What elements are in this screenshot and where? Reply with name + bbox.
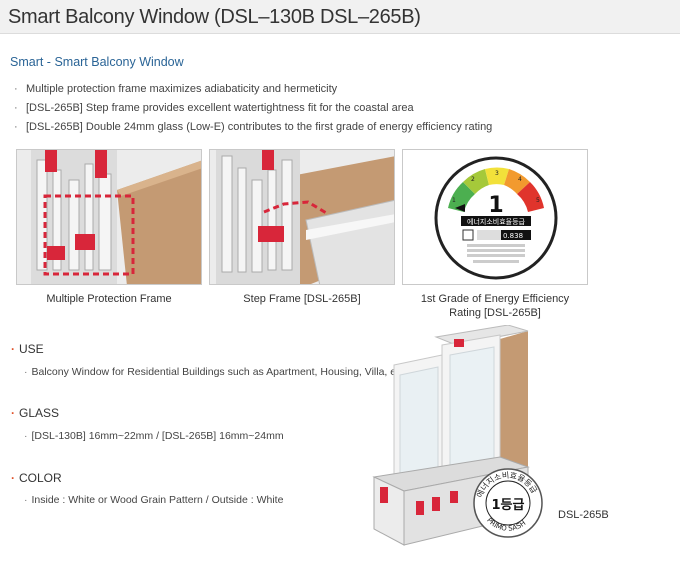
- indicator-arrow-icon: [455, 204, 465, 212]
- multiple-protection-frame-image: [16, 149, 202, 285]
- step-frame-illustration: [210, 150, 394, 284]
- model-label: DSL-265B: [558, 509, 609, 521]
- spec-text-use: ·Balcony Window for Residential Building…: [24, 366, 405, 378]
- bullet-icon: ·: [14, 83, 18, 95]
- energy-label-image: 1 2 3 4 5 1 에너지소비효율등급 0.838: [402, 149, 588, 285]
- section-title: Smart - Smart Balcony Window: [10, 55, 184, 69]
- figure-caption: 1st Grade of Energy Efficiency Rating [D…: [420, 293, 570, 319]
- scale-label: 3: [495, 170, 499, 177]
- spec-text-glass: ·[DSL-130B] 16mm~22mm / [DSL-265B] 16mm~…: [24, 430, 284, 442]
- spec-heading-glass: ·GLASS: [11, 406, 60, 420]
- scale-label: 4: [518, 176, 522, 183]
- energy-efficiency-label: 1 2 3 4 5 1 에너지소비효율등급 0.838: [403, 150, 587, 284]
- spec-heading-use: ·USE: [11, 342, 44, 356]
- bullet-icon: ·: [14, 102, 18, 114]
- badge-grade: 1등급: [492, 498, 525, 513]
- list-item: ·Multiple protection frame maximizes adi…: [14, 80, 492, 99]
- page-header: Smart Balcony Window (DSL–130B DSL–265B): [0, 0, 680, 34]
- window-product-illustration: 에너지소비효율등급 1등급 PRIMO SASH: [360, 324, 550, 555]
- bullet-icon: ·: [14, 121, 18, 133]
- step-frame-image: [209, 149, 395, 285]
- label-value: 0.838: [503, 232, 523, 240]
- figure-caption: Multiple Protection Frame: [46, 293, 172, 305]
- window-frame-illustration: 에너지소비효율등급 1등급 PRIMO SASH: [372, 324, 543, 546]
- label-korean-title: 에너지소비효율등급: [467, 217, 526, 226]
- spec-text-color: ·Inside : White or Wood Grain Pattern / …: [24, 494, 284, 506]
- frame-cross-section-illustration: [17, 150, 201, 284]
- scale-label: 5: [536, 197, 540, 204]
- page-title: Smart Balcony Window (DSL–130B DSL–265B): [8, 6, 421, 28]
- list-item: ·[DSL-265B] Double 24mm glass (Low-E) co…: [14, 118, 492, 137]
- feature-list: ·Multiple protection frame maximizes adi…: [14, 80, 492, 137]
- grade-number: 1: [488, 193, 503, 218]
- spec-heading-color: ·COLOR: [11, 471, 62, 485]
- scale-label: 2: [471, 176, 475, 183]
- list-item: ·[DSL-265B] Step frame provides excellen…: [14, 99, 492, 118]
- scale-label: 1: [452, 197, 456, 204]
- figure-caption: Step Frame [DSL-265B]: [243, 293, 361, 305]
